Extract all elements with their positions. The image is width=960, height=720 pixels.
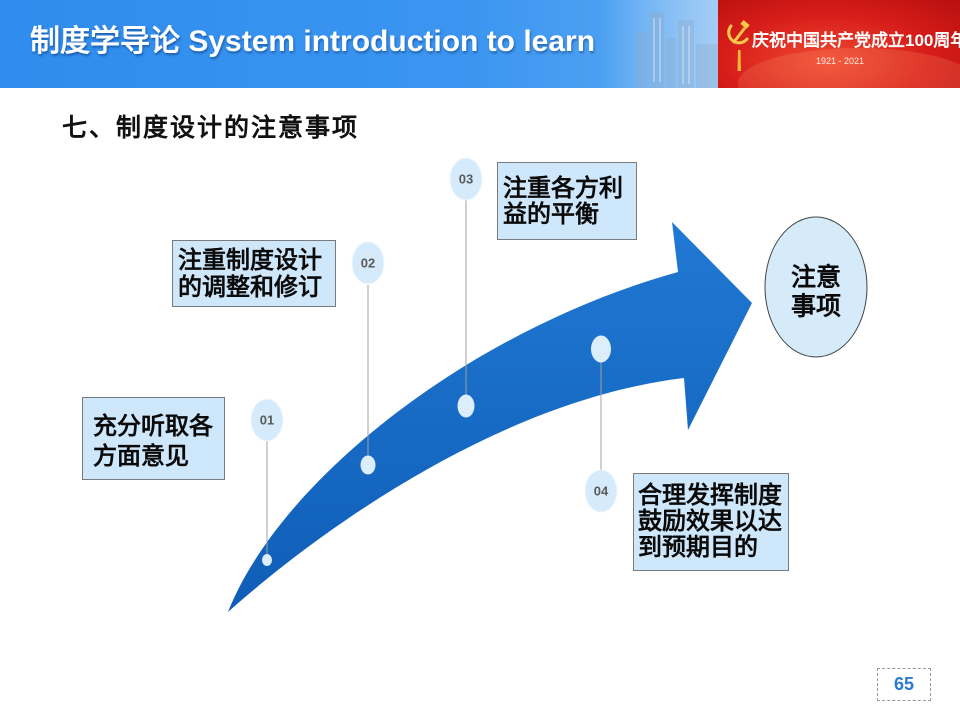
section-title: 七、制度设计的注意事项 [62, 113, 360, 142]
flow-arrow [228, 222, 752, 612]
step-box-03: 注重各方利 益的平衡 [497, 162, 637, 240]
skyline-decoration [600, 0, 718, 88]
step-02-line-2: 的调整和修订 [178, 273, 322, 301]
step-box-02: 注重制度设计 的调整和修订 [172, 240, 336, 307]
step-number-label: 04 [594, 484, 609, 499]
step-number-02: 02 [351, 241, 385, 285]
step-number-bubble [449, 157, 483, 201]
step-02-line-1: 注重制度设计 [178, 246, 322, 274]
step-number-04: 04 [584, 469, 618, 513]
arrow-marker-01 [262, 554, 272, 566]
step-04-line-2: 鼓励效果以达 [638, 507, 782, 535]
banner-years: 1921 - 2021 [815, 56, 865, 66]
step-number-label: 02 [361, 256, 375, 271]
step-03-line-2: 益的平衡 [503, 200, 599, 228]
banner-text: 庆祝中国共产党成立100周年 [752, 31, 960, 50]
step-number-bubble [250, 398, 284, 442]
header-bar: 制度学导论 System introduction to learn [0, 0, 718, 88]
step-01-line-1: 充分听取各 [93, 412, 213, 440]
arrow-marker-03 [457, 394, 475, 418]
step-01-line-2: 方面意见 [93, 442, 189, 470]
step-04-line-3: 到预期目的 [638, 533, 758, 561]
step-number-bubble [584, 469, 618, 513]
step-04-line-1: 合理发挥制度 [638, 481, 782, 509]
step-number-label: 01 [260, 413, 274, 428]
step-box-01: 充分听取各 方面意见 [82, 397, 225, 480]
arrow-marker-04 [591, 335, 611, 363]
step-03-line-1: 注重各方利 [503, 174, 623, 202]
center-node-ellipse [764, 216, 868, 358]
header-title: 制度学导论 System introduction to learn [30, 25, 596, 58]
center-node-line-2: 事项 [791, 292, 841, 321]
center-node: 注意 事项 [764, 216, 868, 358]
step-number-bubble [351, 241, 385, 285]
step-number-label: 03 [459, 172, 473, 187]
page-number: 65 [877, 668, 931, 701]
party-emblem-icon [727, 20, 750, 71]
step-number-03: 03 [449, 157, 483, 201]
step-box-04: 合理发挥制度 鼓励效果以达 到预期目的 [633, 473, 789, 571]
center-node-line-1: 注意 [791, 263, 841, 292]
step-number-01: 01 [250, 398, 284, 442]
anniversary-banner: 庆祝中国共产党成立100周年 1921 - 2021 [718, 0, 960, 88]
arrow-marker-02 [360, 455, 376, 475]
